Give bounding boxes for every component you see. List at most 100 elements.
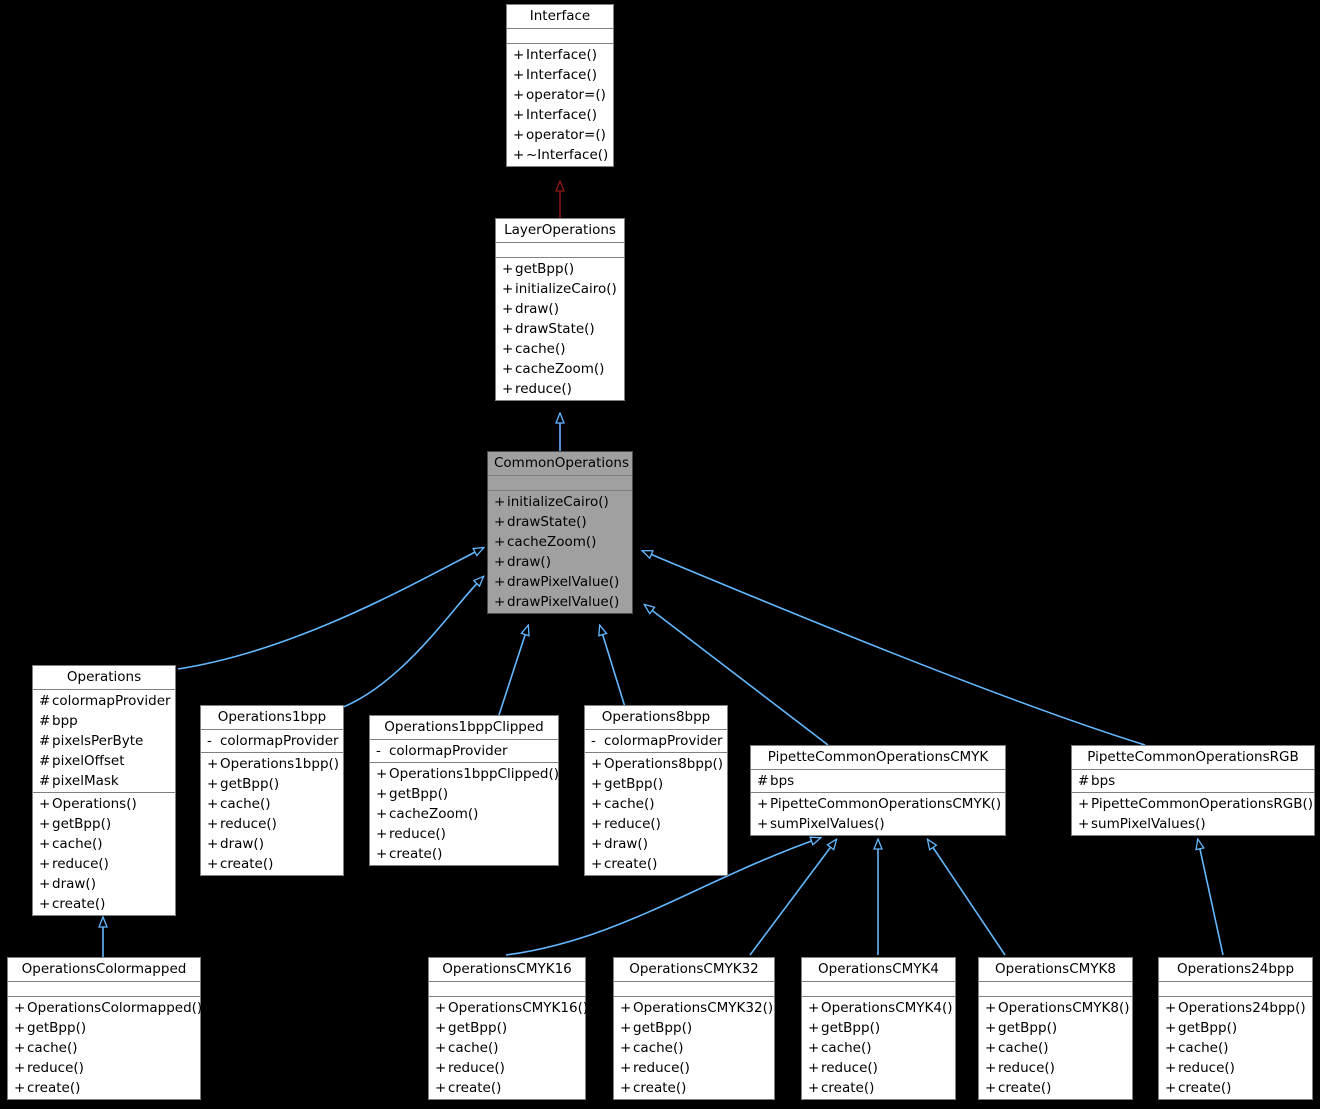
class-node-layeroperations[interactable]: LayerOperations+getBpp()+initializeCairo… [495,218,625,401]
class-name: OperationsCMYK32 [614,958,774,982]
class-method-row: +draw() [496,299,624,319]
class-method-row: +cache() [1159,1038,1312,1058]
visibility-marker: + [14,1060,26,1076]
class-method-row: +~Interface() [507,145,613,165]
class-methods-section: +Operations24bpp()+getBpp()+cache()+redu… [1159,997,1312,1099]
member-label: Interface() [526,47,597,63]
member-label: drawPixelValue() [507,574,620,590]
class-node-operations24bpp[interactable]: Operations24bpp+Operations24bpp()+getBpp… [1158,957,1313,1100]
class-node-pipettecommonoperationsrgb[interactable]: PipetteCommonOperationsRGB#bps+PipetteCo… [1071,745,1315,836]
member-label: Operations1bppClipped() [389,766,559,782]
class-method-row: +create() [802,1078,955,1098]
member-label: reduce() [389,826,446,842]
member-label: getBpp() [1178,1020,1238,1036]
visibility-marker: + [985,1040,997,1056]
member-label: sumPixelValues() [1091,816,1206,832]
member-label: create() [1178,1080,1232,1096]
member-label: initializeCairo() [515,281,617,297]
class-node-operations1bpp[interactable]: Operations1bpp-colormapProvider+Operatio… [200,705,344,876]
member-label: create() [604,856,658,872]
member-label: operator=() [526,87,606,103]
visibility-marker: + [985,1080,997,1096]
class-attribute-row: -colormapProvider [370,741,558,761]
member-label: drawPixelValue() [507,594,620,610]
member-label: create() [52,896,106,912]
visibility-marker: + [591,776,603,792]
member-label: colormapProvider [604,733,723,749]
class-method-row: +getBpp() [429,1018,585,1038]
member-label: pixelMask [52,773,119,789]
member-label: reduce() [821,1060,878,1076]
visibility-marker: + [435,1000,447,1016]
class-node-operations8bpp[interactable]: Operations8bpp-colormapProvider+Operatio… [584,705,728,876]
visibility-marker: + [985,1060,997,1076]
class-node-interface[interactable]: Interface+Interface()+Interface()+operat… [506,4,614,167]
class-methods-section: +OperationsCMYK32()+getBpp()+cache()+red… [614,997,774,1099]
class-method-row: +cache() [496,339,624,359]
visibility-marker: + [376,766,388,782]
member-label: bps [1091,773,1116,789]
class-name: OperationsCMYK4 [802,958,955,982]
member-label: colormapProvider [220,733,339,749]
class-node-operationscmyk4[interactable]: OperationsCMYK4+OperationsCMYK4()+getBpp… [801,957,956,1100]
member-label: operator=() [526,127,606,143]
member-label: cache() [1178,1040,1229,1056]
member-label: create() [821,1080,875,1096]
visibility-marker: + [620,1060,632,1076]
member-label: create() [633,1080,687,1096]
class-node-operations[interactable]: Operations#colormapProvider#bpp#pixelsPe… [32,665,176,916]
class-attributes-section [8,982,200,997]
visibility-marker: + [757,816,769,832]
member-label: cache() [448,1040,499,1056]
class-method-row: +Operations8bpp() [585,754,727,774]
member-label: OperationsCMYK16() [448,1000,589,1016]
class-method-row: +OperationsColormapped() [8,998,202,1018]
class-methods-section: +OperationsColormapped()+getBpp()+cache(… [8,997,202,1099]
visibility-marker: + [1165,1040,1177,1056]
visibility-marker: - [207,733,212,749]
class-attribute-row: #bps [1072,771,1314,791]
member-label: create() [220,856,274,872]
class-method-row: +reduce() [201,814,343,834]
class-node-operationscmyk16[interactable]: OperationsCMYK16+OperationsCMYK16()+getB… [428,957,589,1100]
visibility-marker: + [39,876,51,892]
edge-operationscmyk8-pipettecmyk [928,840,1006,956]
visibility-marker: + [513,147,525,163]
class-methods-section: +Operations()+getBpp()+cache()+reduce()+… [33,793,175,915]
member-label: getBpp() [604,776,664,792]
visibility-marker: + [808,1000,820,1016]
visibility-marker: + [14,1080,26,1096]
class-node-operations1bppclipped[interactable]: Operations1bppClipped-colormapProvider +O… [369,715,559,866]
class-node-commonoperations[interactable]: CommonOperations+initializeCairo()+drawS… [487,451,633,614]
visibility-marker: + [435,1080,447,1096]
visibility-marker: + [435,1020,447,1036]
class-method-row: +sumPixelValues() [751,814,1005,834]
visibility-marker: + [39,856,51,872]
class-node-operationscmyk32[interactable]: OperationsCMYK32 +OperationsCMYK32()+getB… [613,957,775,1100]
class-name: Operations1bppClipped [370,716,558,740]
visibility-marker: + [808,1060,820,1076]
visibility-marker: # [39,753,51,769]
visibility-marker: + [39,796,51,812]
class-method-row: +Operations() [33,794,175,814]
class-node-pipettecommonoperationscmyk[interactable]: PipetteCommonOperationsCMYK#bps+PipetteC… [750,745,1006,836]
class-node-operationscolormapped[interactable]: OperationsColormapped+OperationsColormap… [7,957,202,1100]
member-label: PipetteCommonOperationsRGB() [1091,796,1314,812]
member-label: pixelsPerByte [52,733,144,749]
visibility-marker: + [513,87,525,103]
class-method-row: +Operations1bppClipped() [370,764,559,784]
class-methods-section: +PipetteCommonOperationsCMYK()+sumPixelV… [751,793,1005,835]
class-method-row: +reduce() [8,1058,200,1078]
member-label: cache() [604,796,655,812]
member-label: OperationsCMYK4() [821,1000,953,1016]
class-methods-section: +Operations8bpp()+getBpp()+cache()+reduc… [585,753,727,875]
visibility-marker: + [1165,1080,1177,1096]
member-label: getBpp() [389,786,449,802]
member-label: reduce() [604,816,661,832]
class-node-operationscmyk8[interactable]: OperationsCMYK8+OperationsCMYK8()+getBpp… [978,957,1133,1100]
visibility-marker: + [502,261,514,277]
class-method-row: +sumPixelValues() [1072,814,1314,834]
edge-operations1bpp-commonoperations [329,577,483,713]
visibility-marker: + [1078,796,1090,812]
class-method-row: +Interface() [507,105,613,125]
